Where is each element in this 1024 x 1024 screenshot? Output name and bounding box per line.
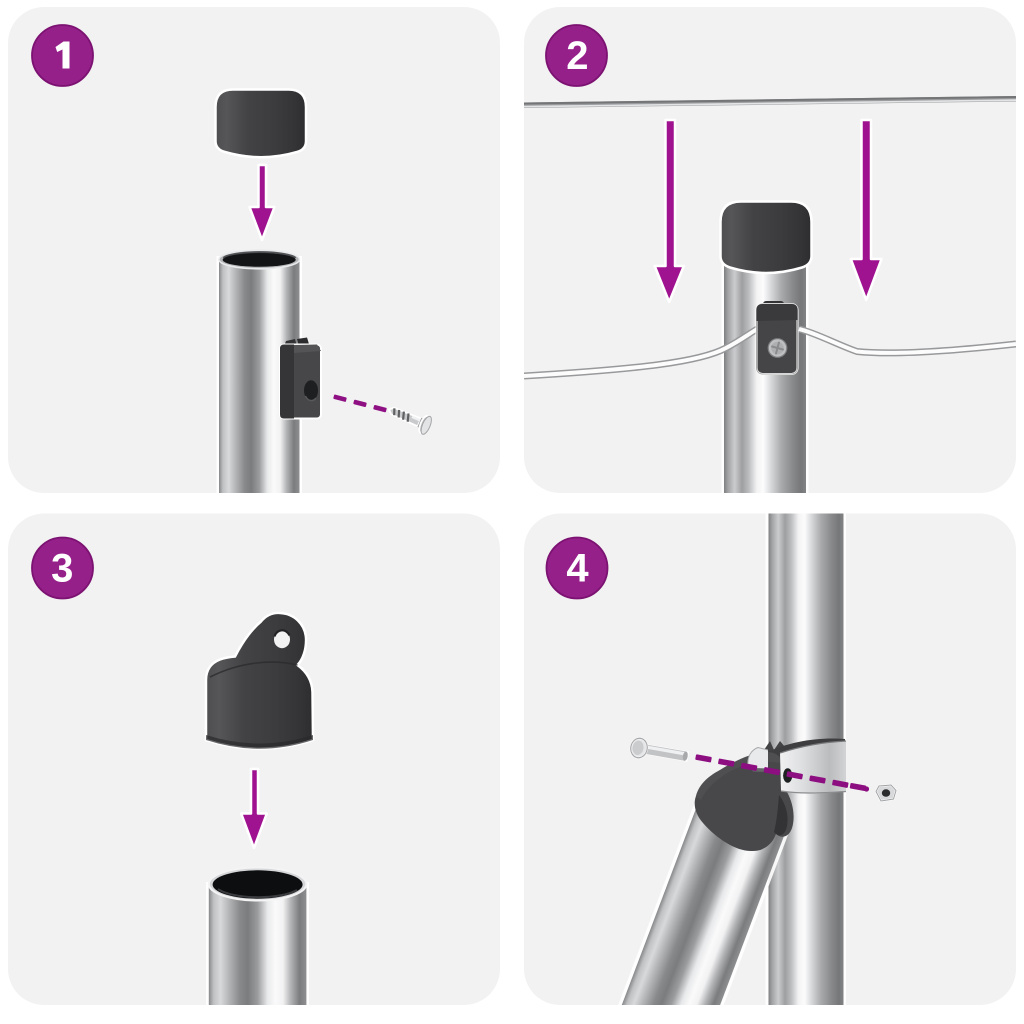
svg-text:4: 4 [566,546,589,590]
svg-text:3: 3 [51,546,73,590]
svg-text:2: 2 [566,34,588,78]
